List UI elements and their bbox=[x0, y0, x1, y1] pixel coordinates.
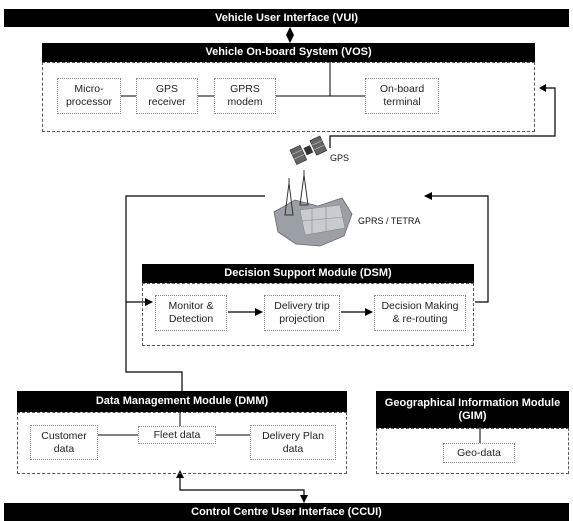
vos-gps-receiver: GPS receiver bbox=[136, 78, 198, 114]
dsm-container bbox=[142, 283, 474, 346]
gim-geo-data: Geo-data bbox=[443, 443, 515, 463]
satellite-icon bbox=[289, 135, 328, 165]
vos-container bbox=[42, 62, 535, 132]
dsm-title: Decision Support Module (DSM) bbox=[224, 267, 392, 280]
gprs-tetra-label: GPRS / TETRA bbox=[358, 216, 421, 226]
dmm-fleet-data: Fleet data bbox=[138, 426, 216, 444]
dmm-customer-data: Customer data bbox=[30, 425, 98, 460]
gim-title: Geographical Information Module (GIM) bbox=[384, 396, 561, 422]
dsm-network-link bbox=[424, 192, 489, 303]
vos-microprocessor: Micro- processor bbox=[57, 78, 121, 114]
network-dmm-link bbox=[125, 195, 265, 391]
dsm-header: Decision Support Module (DSM) bbox=[142, 264, 474, 283]
ccui-bar: Control Centre User Interface (CCUI) bbox=[4, 503, 569, 521]
dsm-delivery-trip-projection: Delivery trip projection bbox=[264, 295, 340, 331]
gim-container bbox=[376, 428, 569, 474]
dmm-delivery-plan-data: Delivery Plan data bbox=[250, 425, 336, 460]
ccui-title: Control Centre User Interface (CCUI) bbox=[191, 505, 382, 518]
dmm-header: Data Management Module (DMM) bbox=[17, 391, 347, 412]
vos-onboard-terminal: On-board terminal bbox=[365, 78, 439, 114]
vos-title: Vehicle On-board System (VOS) bbox=[205, 46, 372, 59]
vos-gprs-modem: GPRS modem bbox=[214, 78, 276, 114]
dmm-title: Data Management Module (DMM) bbox=[95, 395, 269, 408]
vos-header: Vehicle On-board System (VOS) bbox=[42, 43, 535, 62]
vui-title: Vehicle User Interface (VUI) bbox=[214, 11, 359, 24]
gim-header: Geographical Information Module (GIM) bbox=[376, 391, 569, 428]
dsm-decision-making: Decision Making & re-routing bbox=[374, 295, 466, 331]
dmm-container bbox=[17, 412, 347, 474]
dsm-monitor-detection: Monitor & Detection bbox=[155, 295, 227, 331]
cellular-network-icon bbox=[273, 170, 353, 247]
dmm-ccui-link bbox=[179, 474, 308, 503]
vui-bar: Vehicle User Interface (VUI) bbox=[4, 9, 569, 27]
vos-network-link bbox=[329, 87, 556, 148]
gps-label: GPS bbox=[330, 153, 350, 163]
